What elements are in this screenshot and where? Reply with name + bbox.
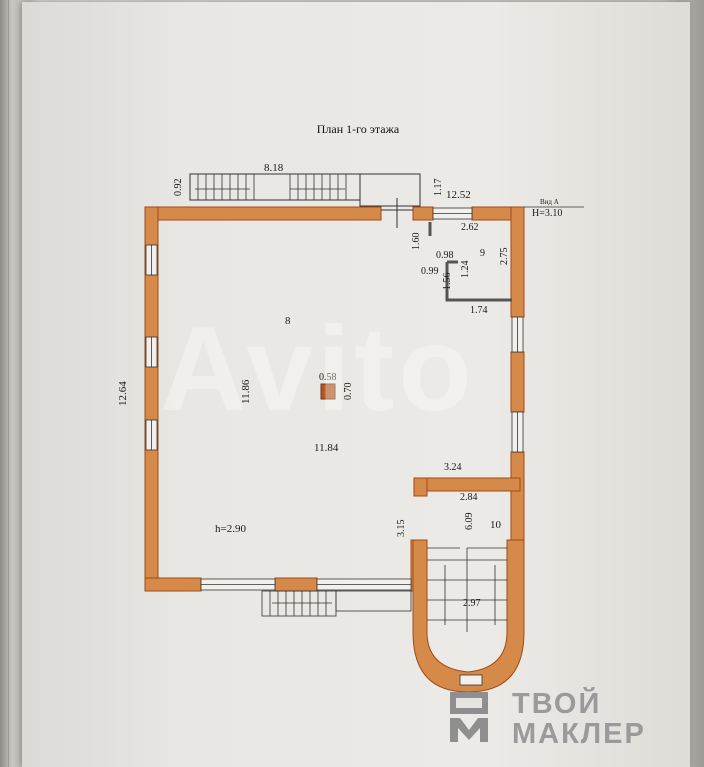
partitions xyxy=(320,198,512,400)
brand-logo-block: ТВОЙ МАКЛЕР xyxy=(448,686,688,750)
dim-top-right: 12.52 xyxy=(446,189,471,201)
dim-wc-b: 0.98 xyxy=(436,250,454,261)
dim-left-side: 12.64 xyxy=(117,381,129,406)
axis-label: Вид А xyxy=(540,198,559,206)
dim-column-width: 0.58 xyxy=(319,372,337,383)
dim-r9-top: 2.62 xyxy=(461,222,479,233)
room-10-label: 10 xyxy=(490,519,502,531)
dim-wc-d: 1.56 xyxy=(442,273,453,291)
top-stairs xyxy=(189,173,421,207)
room-8-label: 8 xyxy=(285,315,291,327)
height-label: Н=3.10 xyxy=(532,208,562,219)
dim-inner-height: 11.86 xyxy=(240,379,252,404)
dim-stair-top-height: 0.92 xyxy=(173,179,184,197)
tower-stairs xyxy=(427,547,507,632)
dim-inner-width: 11.84 xyxy=(314,442,339,454)
watermark: Avito xyxy=(160,302,476,436)
dim-stair-top-width: 8.18 xyxy=(264,162,284,174)
walls xyxy=(144,206,525,693)
dim-r9-side: 2.75 xyxy=(499,248,510,266)
dimension-labels: 8.18 0.92 1.17 12.52 Вид А Н=3.10 2.62 2… xyxy=(117,162,562,609)
dim-r10-width: 3.24 xyxy=(444,462,462,473)
dim-wc-a: 1.60 xyxy=(411,233,422,251)
paper-sheet xyxy=(22,2,690,767)
dim-stair-round: 2.97 xyxy=(463,598,481,609)
dim-r10-inner: 2.84 xyxy=(460,492,478,503)
bottom-stairs xyxy=(261,590,412,617)
dim-r9-bottom: 1.74 xyxy=(470,305,488,316)
dim-wall-top-small: 1.17 xyxy=(433,179,444,197)
dim-r10-length: 6.09 xyxy=(464,513,475,531)
plan-title: План 1-го этажа xyxy=(316,122,400,136)
room-9-label: 9 xyxy=(480,248,485,259)
windows xyxy=(145,207,524,686)
brand-line-2: МАКЛЕР xyxy=(512,718,646,750)
brand-line-1: ТВОЙ xyxy=(512,688,602,720)
dim-column-height: 0.70 xyxy=(343,383,354,401)
brand-mark-icon xyxy=(450,692,488,742)
ceiling-height: h=2.90 xyxy=(215,523,246,535)
dim-wc-e: 1.24 xyxy=(460,261,471,279)
dim-r10-dim: 3.15 xyxy=(396,520,407,538)
dim-wc-c: 0.99 xyxy=(421,266,439,277)
sheet-edge xyxy=(8,0,9,767)
